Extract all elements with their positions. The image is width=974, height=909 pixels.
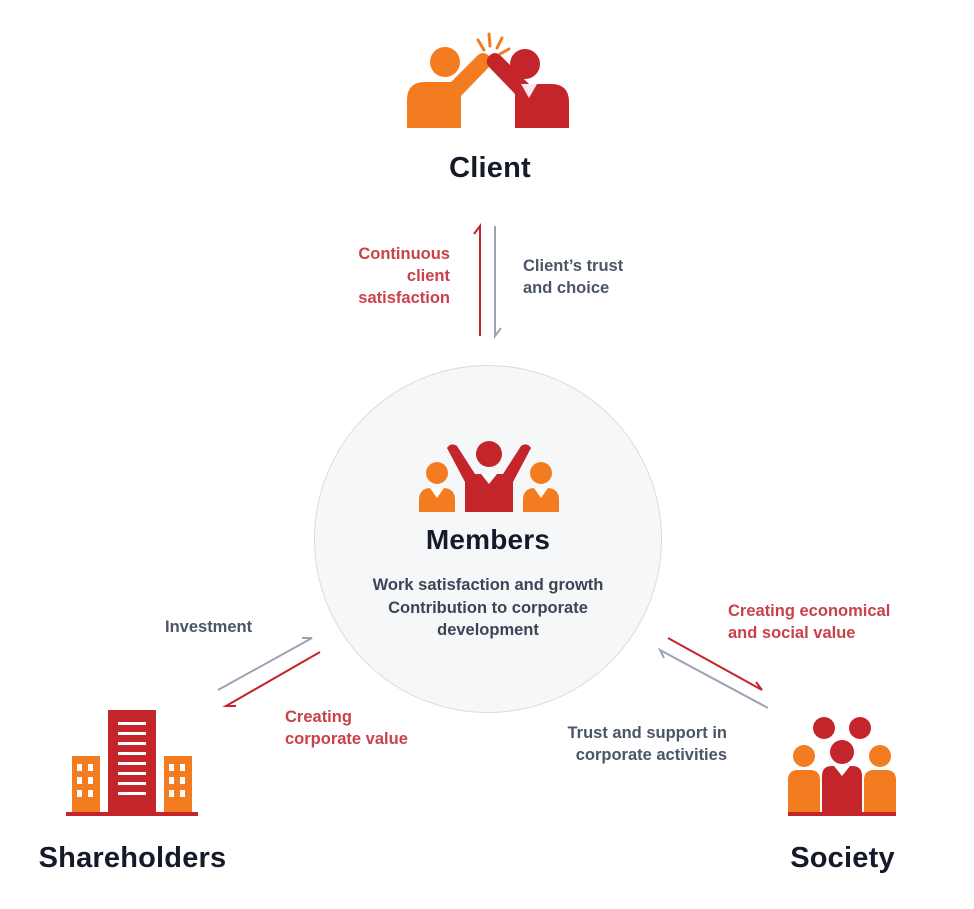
client-arrows xyxy=(473,223,502,339)
arrow-investment xyxy=(217,637,313,691)
arrow-to-client xyxy=(473,223,481,336)
high-five-icon xyxy=(407,32,569,128)
investment-label: Investment xyxy=(165,618,253,636)
continuous-client-satisfaction-label: Continuous client satisfaction xyxy=(358,245,450,307)
client-title: Client xyxy=(449,152,531,184)
society-title: Society xyxy=(790,842,895,874)
arrow-to-shareholders xyxy=(222,651,321,707)
creating-corporate-value-label: Creating corporate value xyxy=(285,708,408,748)
arrow-from-client xyxy=(494,226,502,339)
client-node: Client xyxy=(390,30,590,190)
creating-economical-social-value-label: Creating economical and social value xyxy=(728,602,891,642)
buildings-icon xyxy=(66,710,198,816)
members-circle xyxy=(314,365,662,713)
group-of-people-icon xyxy=(788,717,896,816)
arrow-from-society xyxy=(657,647,769,709)
members-title: Members xyxy=(425,524,551,555)
client-trust-label: Client’s trust and choice xyxy=(523,257,624,297)
members-description: Work satisfaction and growth Contributio… xyxy=(372,576,604,639)
trust-support-label: Trust and support in corporate activitie… xyxy=(567,724,728,764)
society-arrows xyxy=(657,637,769,709)
shareholders-arrows xyxy=(217,637,321,707)
shareholders-title: Shareholders xyxy=(38,842,227,874)
team-cheering-icon xyxy=(419,441,559,512)
arrow-to-society xyxy=(667,637,763,691)
